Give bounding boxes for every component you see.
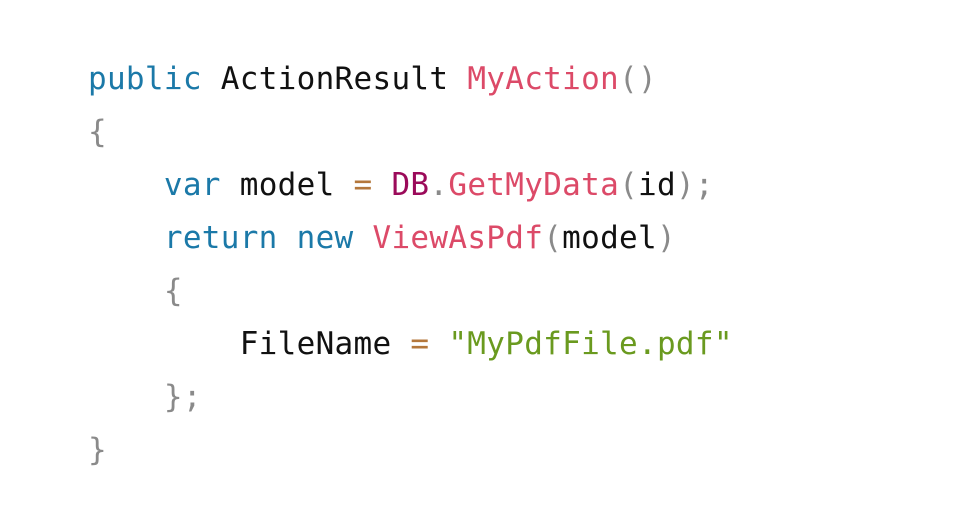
string-literal-filename: "MyPdfFile.pdf" (448, 326, 733, 362)
method-name-myaction: MyAction (467, 61, 620, 97)
code-line-3: var model = DB.GetMyData(id); (88, 163, 714, 207)
parentheses: () (619, 61, 657, 97)
keyword-return: return (163, 220, 278, 256)
code-line-6: FileName = "MyPdfFile.pdf" (88, 322, 733, 366)
token-space (221, 167, 240, 203)
code-line-1: public ActionResult MyAction() (88, 57, 657, 101)
close-paren: ) (656, 220, 676, 256)
token-space (391, 326, 410, 362)
code-line-2: { (88, 110, 107, 154)
constructor-viewaspdf: ViewAsPdf (372, 220, 544, 256)
code-line-4: return new ViewAsPdf(model) (88, 216, 676, 260)
property-filename: FileName (239, 326, 392, 362)
close-brace: } (88, 432, 107, 468)
open-brace: { (88, 114, 107, 150)
method-call-getmydata: GetMyData (448, 167, 620, 203)
open-brace: { (163, 273, 183, 309)
token-space (335, 167, 354, 203)
indent (88, 379, 164, 415)
class-db: DB (391, 167, 430, 203)
token-space (429, 326, 448, 362)
open-paren: ( (543, 220, 563, 256)
type-actionresult: ActionResult (220, 61, 449, 97)
token-space (202, 61, 221, 97)
identifier-model: model (562, 220, 657, 256)
token-space (354, 220, 373, 256)
indent (88, 326, 240, 362)
keyword-new: new (296, 220, 354, 256)
dot: . (429, 167, 449, 203)
close-brace-semicolon: }; (163, 379, 202, 415)
close-paren-semicolon: ); (675, 167, 714, 203)
token-space (448, 61, 467, 97)
indent (88, 167, 164, 203)
code-line-7: }; (88, 375, 202, 419)
code-line-5: { (88, 269, 183, 313)
operator-assign: = (353, 167, 373, 203)
indent (88, 273, 164, 309)
code-line-8: } (88, 428, 107, 472)
operator-assign: = (410, 326, 430, 362)
keyword-var: var (163, 167, 221, 203)
open-paren: ( (619, 167, 639, 203)
identifier-id: id (638, 167, 676, 203)
token-space (373, 167, 392, 203)
token-space (278, 220, 297, 256)
identifier-model: model (239, 167, 335, 203)
keyword-public: public (88, 61, 202, 97)
indent (88, 220, 164, 256)
